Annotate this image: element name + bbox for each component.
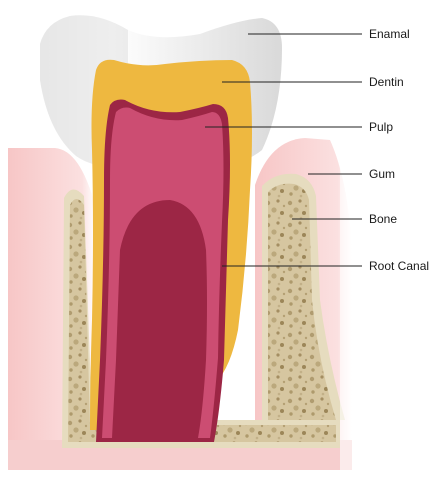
leader-lines <box>205 33 362 267</box>
pulp-chamber <box>96 99 230 443</box>
label-pulp: Pulp <box>369 120 393 134</box>
label-dentin: Dentin <box>369 75 404 89</box>
label-enamal: Enamal <box>369 27 410 41</box>
part-labels: Enamal Dentin Pulp Gum Bone Root Canal <box>369 27 429 273</box>
label-bone: Bone <box>369 212 397 226</box>
label-root-canal: Root Canal <box>369 259 429 273</box>
label-gum: Gum <box>369 167 395 181</box>
